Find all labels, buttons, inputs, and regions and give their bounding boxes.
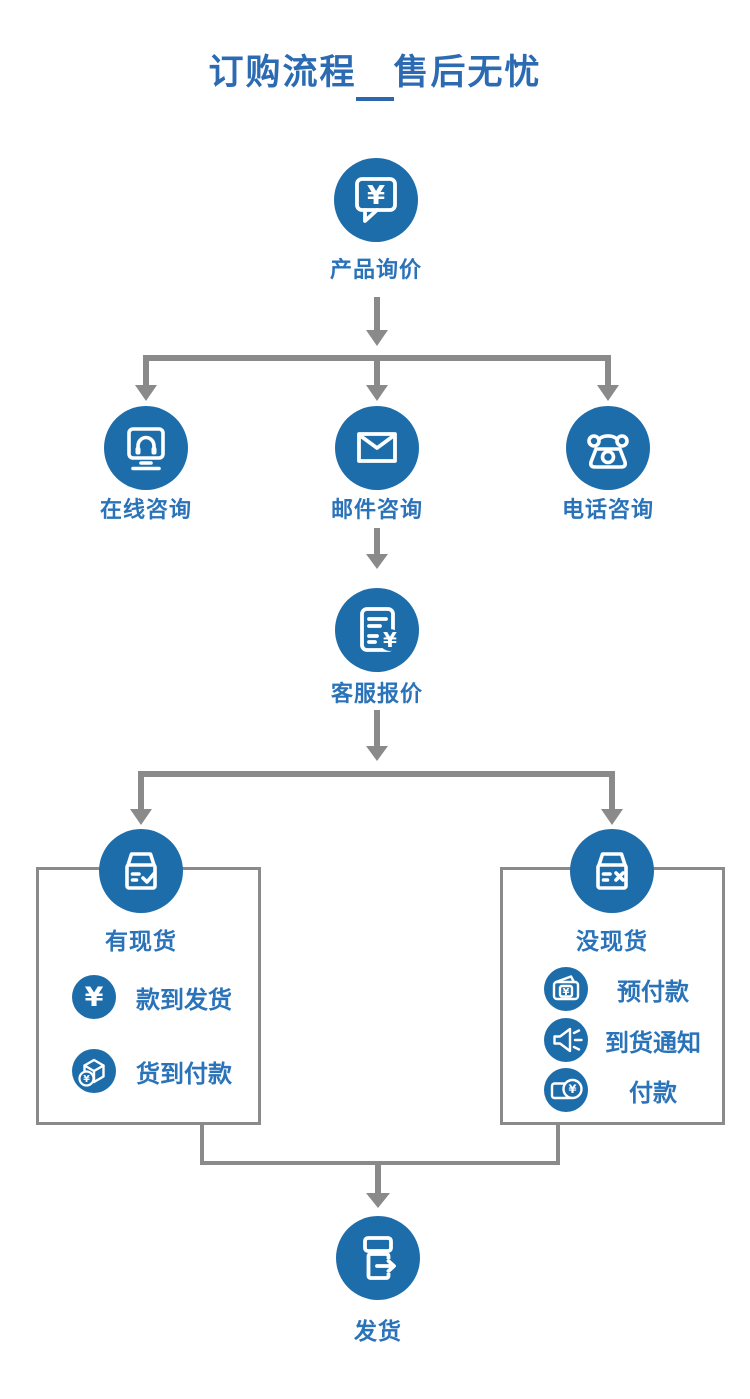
node-service-quote-label: 客服报价 bbox=[330, 682, 424, 707]
node-out-of-stock bbox=[570, 829, 654, 913]
node-service-quote: ¥ bbox=[335, 588, 419, 672]
monitor-headset-icon bbox=[127, 427, 165, 471]
item-label: 到货通知 bbox=[605, 1028, 701, 1057]
node-in-stock-label: 有现货 bbox=[105, 929, 177, 955]
node-ship bbox=[336, 1216, 420, 1300]
node-product-inquiry: ¥ bbox=[334, 158, 418, 242]
node-product-inquiry-label: 产品询价 bbox=[329, 258, 423, 283]
yuan-icon: ¥ bbox=[85, 982, 104, 1013]
list-item-pay-then-ship: ¥ 款到发货 bbox=[72, 975, 232, 1019]
title-underline bbox=[356, 97, 394, 101]
item-label: 付款 bbox=[629, 1078, 677, 1107]
node-email-consult bbox=[335, 406, 419, 490]
node-out-of-stock-label: 没现货 bbox=[576, 929, 648, 955]
box-arrow-icon bbox=[363, 1236, 396, 1280]
svg-text:¥: ¥ bbox=[563, 987, 570, 998]
node-email-consult-label: 邮件咨询 bbox=[330, 498, 424, 523]
svg-text:¥: ¥ bbox=[83, 1074, 90, 1085]
svg-text:¥: ¥ bbox=[85, 982, 104, 1013]
node-in-stock bbox=[99, 829, 183, 913]
node-ship-label: 发货 bbox=[354, 1319, 402, 1345]
node-phone-consult-label: 电话咨询 bbox=[561, 498, 655, 523]
card-yuan-icon: ¥ bbox=[544, 1068, 588, 1112]
megaphone-icon bbox=[553, 1027, 583, 1053]
package-coin-icon: ¥ bbox=[78, 1058, 105, 1087]
card-yuan-icon: ¥ bbox=[550, 1078, 583, 1100]
node-online-consult-label: 在线咨询 bbox=[99, 498, 193, 523]
svg-text:¥: ¥ bbox=[367, 181, 385, 211]
telephone-icon bbox=[587, 434, 629, 469]
box-x-icon bbox=[596, 852, 628, 890]
list-item-payment: ¥ 付款 bbox=[544, 1068, 708, 1112]
list-item-advance-payment: ¥ 预付款 bbox=[544, 967, 708, 1011]
out-of-stock-box bbox=[500, 867, 725, 1125]
list-item-cash-on-delivery: ¥ 货到付款 bbox=[72, 1049, 232, 1093]
envelope-icon bbox=[357, 432, 397, 463]
megaphone-icon bbox=[544, 1018, 588, 1062]
svg-text:¥: ¥ bbox=[383, 628, 397, 652]
svg-text:¥: ¥ bbox=[568, 1082, 576, 1096]
page-title: 订购流程 售后无忧 bbox=[208, 53, 542, 93]
wallet-yuan-icon: ¥ bbox=[552, 975, 580, 1001]
list-item-arrival-notice: 到货通知 bbox=[544, 1018, 708, 1062]
chat-yuan-icon: ¥ bbox=[355, 177, 397, 223]
item-label: 货到付款 bbox=[136, 1059, 232, 1088]
package-coin-icon: ¥ bbox=[72, 1049, 116, 1093]
yuan-icon: ¥ bbox=[72, 975, 116, 1019]
node-phone-consult bbox=[566, 406, 650, 490]
node-online-consult bbox=[104, 406, 188, 490]
invoice-yuan-icon: ¥ bbox=[360, 607, 401, 652]
box-check-icon bbox=[125, 852, 157, 890]
item-label: 预付款 bbox=[617, 977, 689, 1006]
wallet-yuan-icon: ¥ bbox=[544, 967, 588, 1011]
item-label: 款到发货 bbox=[136, 985, 232, 1014]
